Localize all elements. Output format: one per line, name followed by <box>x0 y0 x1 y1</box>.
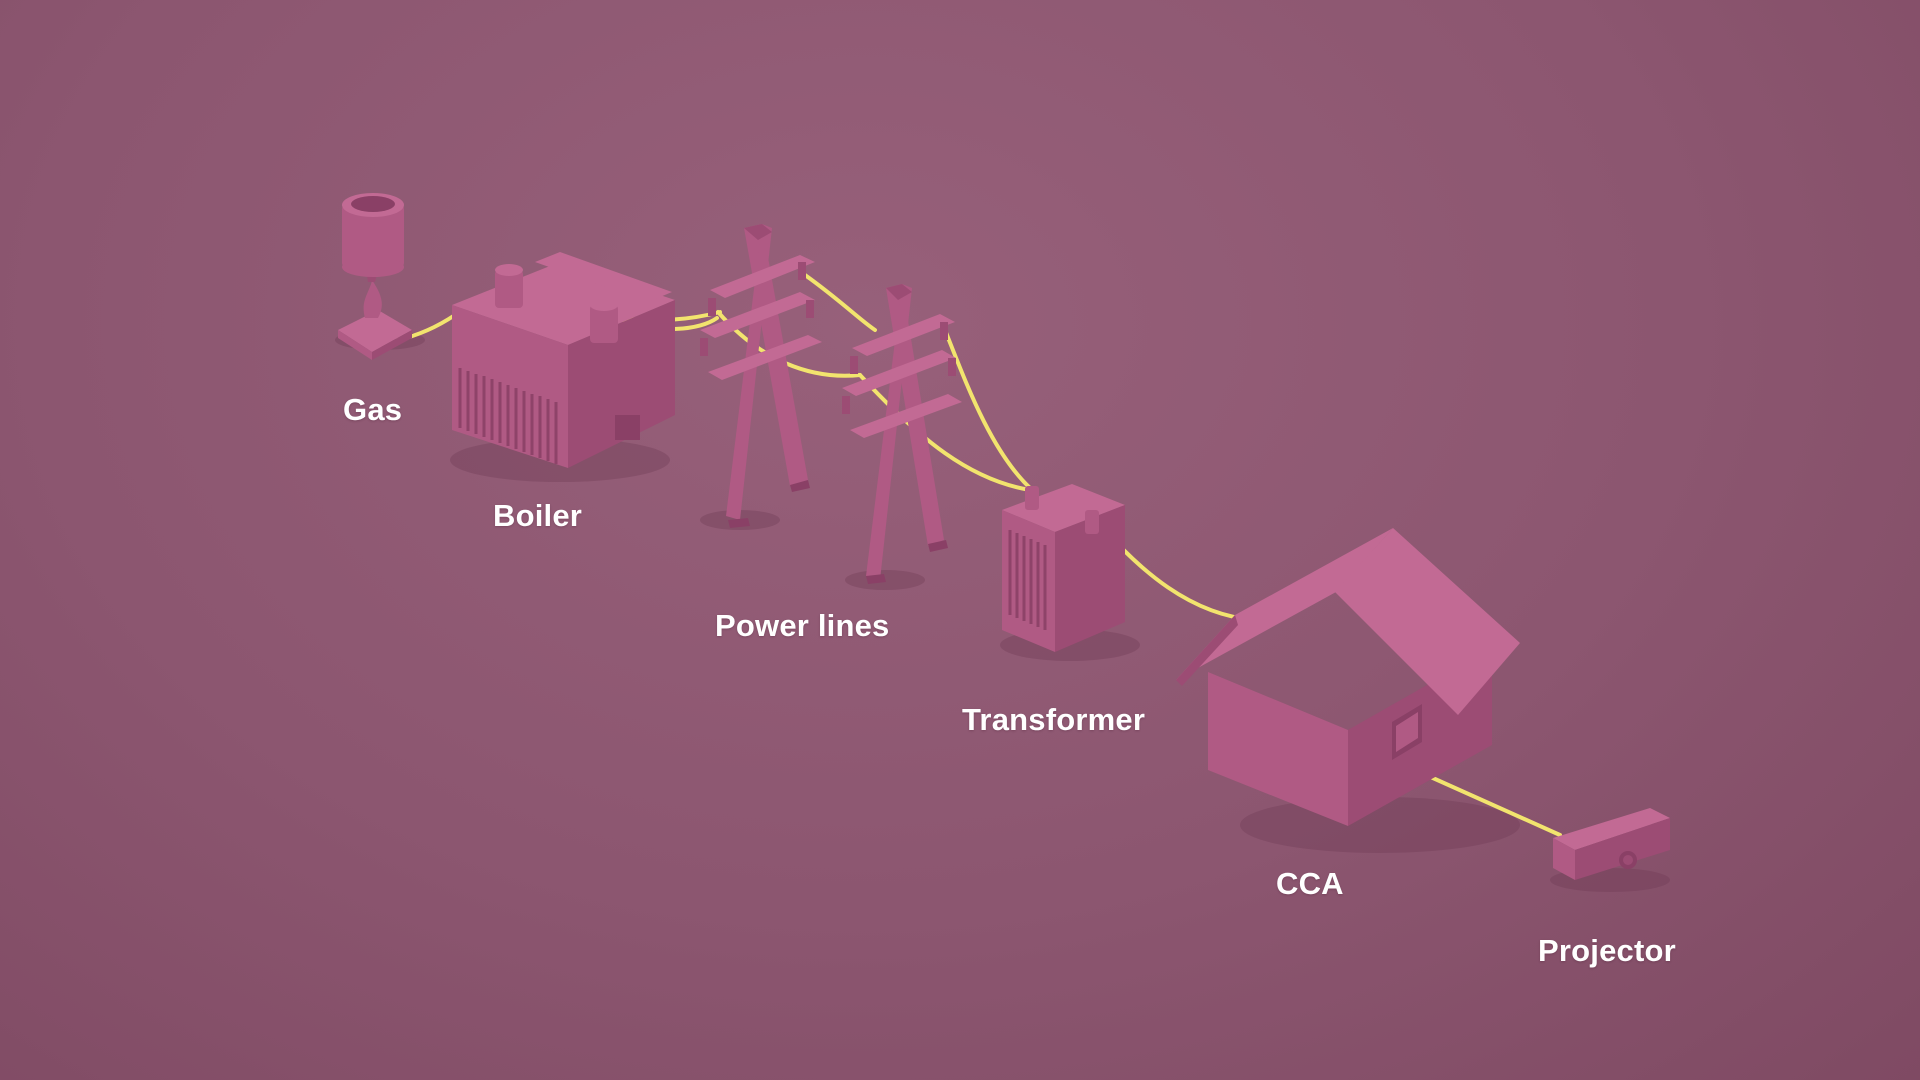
pylon-icon <box>842 284 962 584</box>
edge-powerlines-transformer-1 <box>858 373 1032 492</box>
node-label-power-lines: Power lines <box>715 608 890 643</box>
gas-burner-icon <box>338 193 412 360</box>
node-label-cca: CCA <box>1276 866 1344 901</box>
edge-powerlines-transformer-2 <box>943 328 1032 490</box>
house-icon <box>1176 528 1520 826</box>
transformer-icon <box>1002 484 1125 652</box>
node-label-boiler: Boiler <box>493 498 583 533</box>
node-label-projector: Projector <box>1538 933 1676 968</box>
pylon-icon <box>700 224 822 528</box>
boiler-icon <box>452 252 675 468</box>
node-label-gas: Gas <box>343 392 403 427</box>
node-label-transformer: Transformer <box>962 702 1146 737</box>
projector-icon <box>1553 808 1670 880</box>
edge-cca-projector <box>1413 768 1562 837</box>
edge-powerlines-span-2 <box>803 273 877 332</box>
